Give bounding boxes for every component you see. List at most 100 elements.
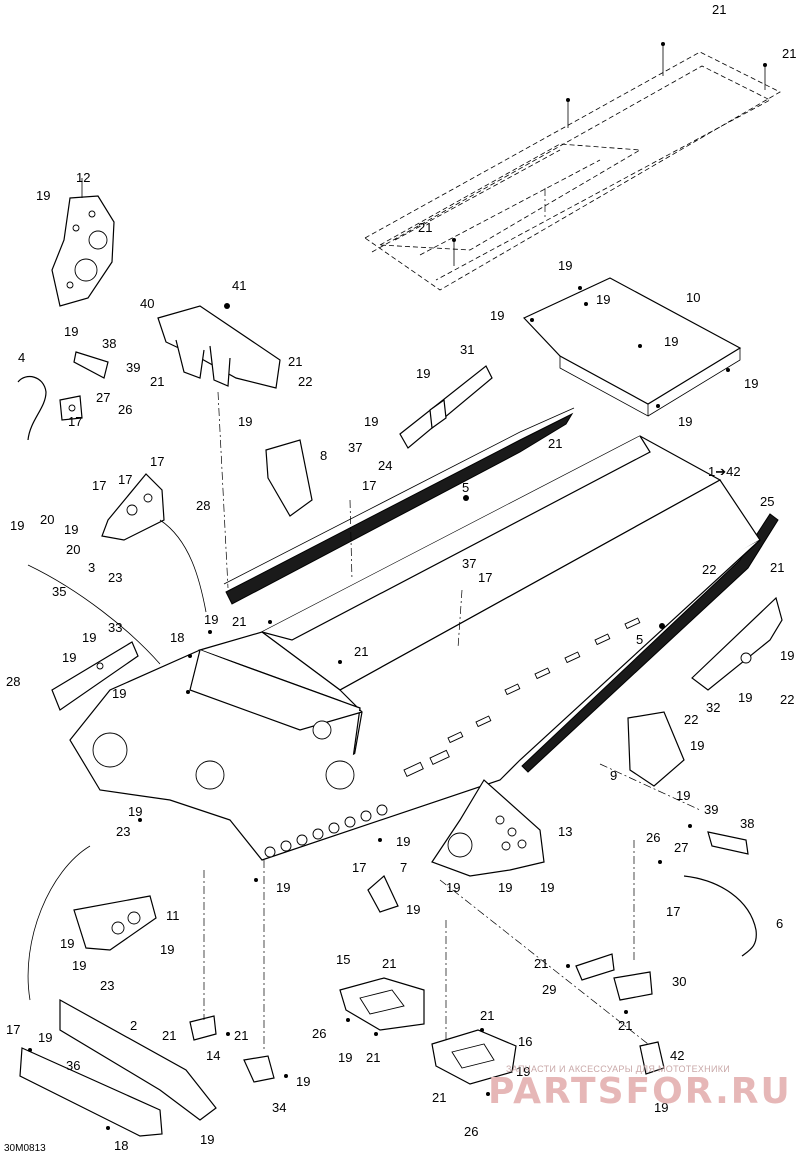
callout-19: 19	[654, 1100, 668, 1115]
rail-36	[19, 1047, 163, 1137]
callout-17: 17	[362, 478, 376, 493]
callout-19: 19	[82, 630, 96, 645]
callout-9: 9	[610, 768, 617, 783]
rail-25	[521, 513, 779, 773]
callout-19: 19	[690, 738, 704, 753]
callout-3: 3	[88, 560, 95, 575]
callout-19: 19	[446, 880, 460, 895]
rail-2	[59, 998, 217, 1121]
callout-42: 42	[670, 1048, 684, 1063]
callout-21: 21	[770, 560, 784, 575]
callout-19: 19	[160, 942, 174, 957]
bracket-31	[399, 365, 493, 449]
callout-21: 21	[234, 1028, 248, 1043]
callout-7: 7	[400, 860, 407, 875]
callout-14: 14	[206, 1048, 220, 1063]
bracket-33	[51, 641, 139, 711]
callout-20: 20	[40, 512, 54, 527]
callout-34: 34	[272, 1100, 286, 1115]
rail-24	[223, 407, 575, 605]
callout-19: 19	[338, 1050, 352, 1065]
handle-assembly-right	[683, 831, 757, 957]
callout-30: 30	[672, 974, 686, 989]
callout-33: 33	[108, 620, 122, 635]
fasteners	[28, 42, 767, 1130]
callout-23: 23	[116, 824, 130, 839]
callout-21: 21	[232, 614, 246, 629]
callout-19: 19	[238, 414, 252, 429]
bracket-3	[101, 473, 165, 541]
callout-19: 19	[738, 690, 752, 705]
callout-19: 19	[596, 292, 610, 307]
callout-28: 28	[196, 498, 210, 513]
reference-code: 30M0813	[4, 1143, 46, 1154]
callout-28: 28	[6, 674, 20, 689]
callout-19: 19	[200, 1132, 214, 1147]
callout-17: 17	[666, 904, 680, 919]
callout-27: 27	[674, 840, 688, 855]
callout-19: 19	[364, 414, 378, 429]
bracket-14	[189, 1015, 217, 1041]
callout-2: 2	[130, 1018, 137, 1033]
callout-19: 19	[128, 804, 142, 819]
callout-19: 19	[112, 686, 126, 701]
bracket-42	[639, 1041, 665, 1075]
plate-10	[522, 277, 742, 417]
callout-17: 17	[118, 472, 132, 487]
callout-21: 21	[432, 1090, 446, 1105]
callout-22: 22	[298, 374, 312, 389]
callout-27: 27	[96, 390, 110, 405]
callout-19: 19	[744, 376, 758, 391]
dashed-tunnel-plate	[364, 44, 781, 291]
callout-16: 16	[518, 1034, 532, 1049]
callout-19: 19	[38, 1030, 52, 1045]
callout-19: 19	[36, 188, 50, 203]
chassis-tunnel	[69, 435, 761, 861]
callout-35: 35	[52, 584, 66, 599]
callout-41: 41	[232, 278, 246, 293]
callout-36: 36	[66, 1058, 80, 1073]
callout-37: 37	[348, 440, 362, 455]
callout-19: 19	[72, 958, 86, 973]
callout-19: 19	[62, 650, 76, 665]
bracket-32	[691, 596, 783, 691]
handle-assembly-left	[17, 351, 109, 441]
callout-23: 23	[108, 570, 122, 585]
callout-21: 21	[548, 436, 562, 451]
callout-18: 18	[170, 630, 184, 645]
plate-13	[431, 779, 545, 877]
callout-19: 19	[10, 518, 24, 533]
watermark-logo: ЗАПЧАСТИ И АКСЕССУАРЫ ДЛЯ МОТОТЕХНИКИ PA…	[488, 1064, 790, 1110]
callout-22: 22	[684, 712, 698, 727]
callout-arrow-note: 1➔42	[708, 464, 741, 479]
callout-21: 21	[354, 644, 368, 659]
mount-40	[157, 303, 281, 389]
callout-19: 19	[396, 834, 410, 849]
callout-19: 19	[678, 414, 692, 429]
callout-19: 19	[204, 612, 218, 627]
leader-lines	[27, 391, 701, 1050]
callout-23: 23	[100, 978, 114, 993]
callout-26: 26	[464, 1124, 478, 1139]
callout-17: 17	[6, 1022, 20, 1037]
callout-19: 19	[490, 308, 504, 323]
callout-29: 29	[542, 982, 556, 997]
callout-38: 38	[740, 816, 754, 831]
callout-19: 19	[516, 1064, 530, 1079]
callout-8: 8	[320, 448, 327, 463]
bracket-8	[265, 439, 313, 517]
running-board-holes	[264, 804, 388, 858]
bracket-7	[367, 875, 399, 913]
callout-17: 17	[150, 454, 164, 469]
callout-19: 19	[664, 334, 678, 349]
callout-39: 39	[704, 802, 718, 817]
callout-19: 19	[64, 522, 78, 537]
callout-21: 21	[366, 1050, 380, 1065]
callout-22: 22	[702, 562, 716, 577]
callout-37: 37	[462, 556, 476, 571]
bracket-30	[613, 971, 653, 1001]
callout-21: 21	[382, 956, 396, 971]
callout-26: 26	[118, 402, 132, 417]
callout-21: 21	[288, 354, 302, 369]
callout-32: 32	[706, 700, 720, 715]
